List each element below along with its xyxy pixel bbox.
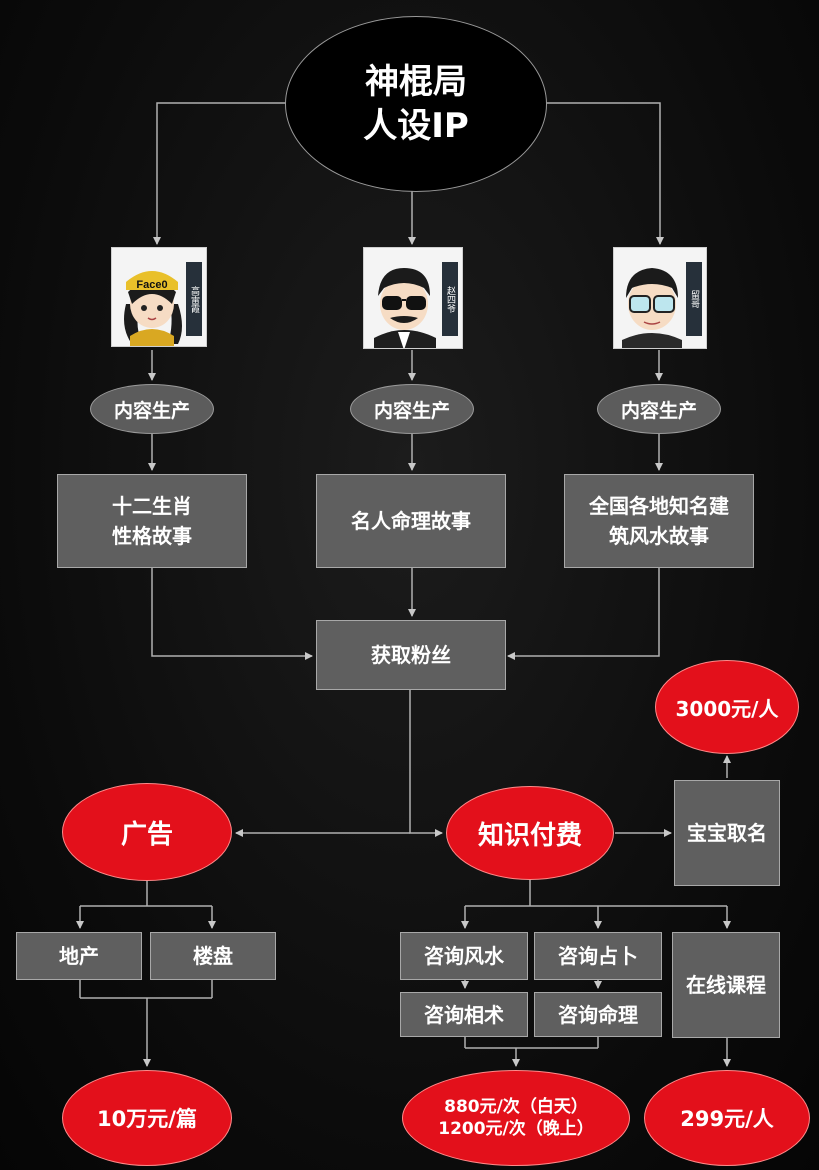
consult-fate-box: 咨询命理 (534, 992, 662, 1037)
story-line-1: 全国各地知名建 (589, 494, 729, 518)
consult-price-night: 1200元/次（晚上） (438, 1119, 594, 1139)
title-ellipse: 神棍局 人设IP (285, 16, 547, 192)
avatar-girl: Face0 高雷霞 (111, 247, 207, 347)
story-line-2: 性格故事 (112, 524, 192, 548)
consult-fengshui-box: 咨询风水 (400, 932, 528, 980)
avatar-name-tag: 高雷霞 (186, 262, 202, 336)
content-production-bubble-1: 内容生产 (90, 384, 214, 434)
ad-item-real-estate: 地产 (16, 932, 142, 980)
get-fans-box: 获取粉丝 (316, 620, 506, 690)
story-line-1: 名人命理故事 (351, 509, 471, 533)
course-price-ellipse: 299元/人 (644, 1070, 810, 1166)
avatar-name-tag: 留哥 (686, 262, 702, 336)
consult-price-ellipse: 880元/次（白天） 1200元/次（晚上） (402, 1070, 630, 1166)
story-box-celebrity: 名人命理故事 (316, 474, 506, 568)
consult-price-day: 880元/次（白天） (444, 1097, 588, 1117)
consult-divination-box: 咨询占卜 (534, 932, 662, 980)
naming-price-ellipse: 3000元/人 (655, 660, 799, 754)
baby-naming-box: 宝宝取名 (674, 780, 780, 886)
avatar-glasses-man: 留哥 (613, 247, 707, 349)
knowledge-payment-ellipse: 知识付费 (446, 786, 614, 880)
ad-price-ellipse: 10万元/篇 (62, 1070, 232, 1166)
ad-item-property: 楼盘 (150, 932, 276, 980)
avatar-name-tag: 赵四爷 (442, 262, 458, 336)
story-box-zodiac: 十二生肖 性格故事 (57, 474, 247, 568)
story-line-1: 十二生肖 (112, 494, 192, 518)
content-production-bubble-3: 内容生产 (597, 384, 721, 434)
title-line-1: 神棍局 (364, 62, 467, 102)
ad-ellipse: 广告 (62, 783, 232, 881)
online-course-box: 在线课程 (672, 932, 780, 1038)
content-production-bubble-2: 内容生产 (350, 384, 474, 434)
avatar-sunglasses-man: 赵四爷 (363, 247, 463, 349)
story-line-2: 筑风水故事 (609, 524, 709, 548)
cap-text: Face0 (136, 279, 167, 291)
title-line-2: 人设IP (363, 106, 469, 146)
consult-physiognomy-box: 咨询相术 (400, 992, 528, 1037)
story-box-architecture: 全国各地知名建 筑风水故事 (564, 474, 754, 568)
